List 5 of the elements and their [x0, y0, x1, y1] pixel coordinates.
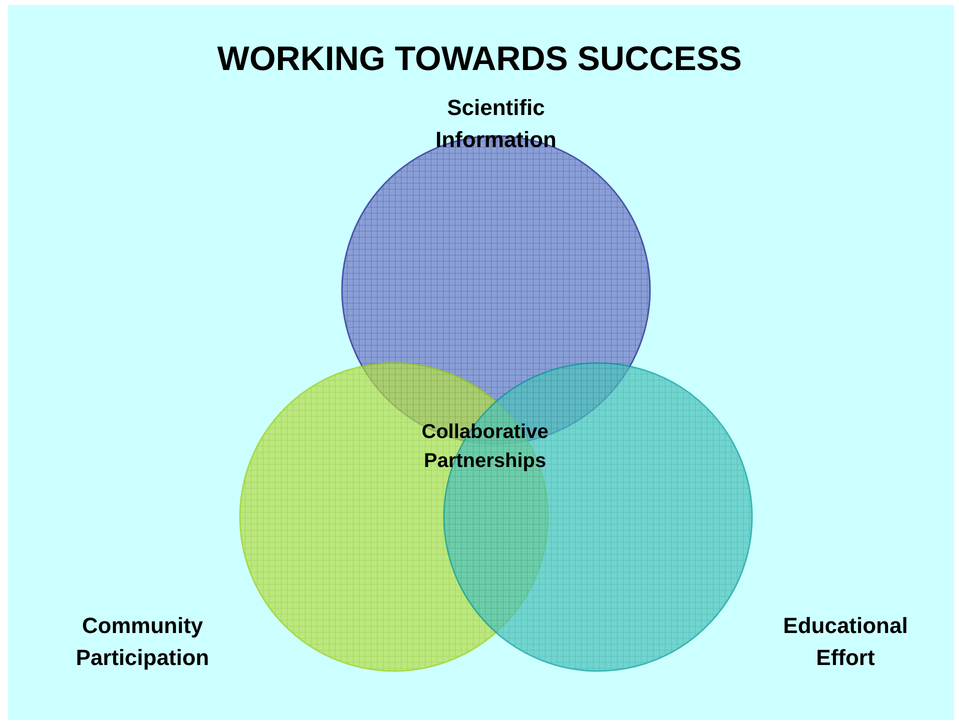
circle-label: Scientific Information [434, 94, 558, 154]
title: WORKING TOWARDS SUCCESS [216, 40, 743, 79]
overlap-label: Collaborative Partnerships [420, 420, 550, 474]
circle-label: Community Participation [74, 612, 210, 672]
circle-label: Educational Effort [782, 612, 909, 672]
